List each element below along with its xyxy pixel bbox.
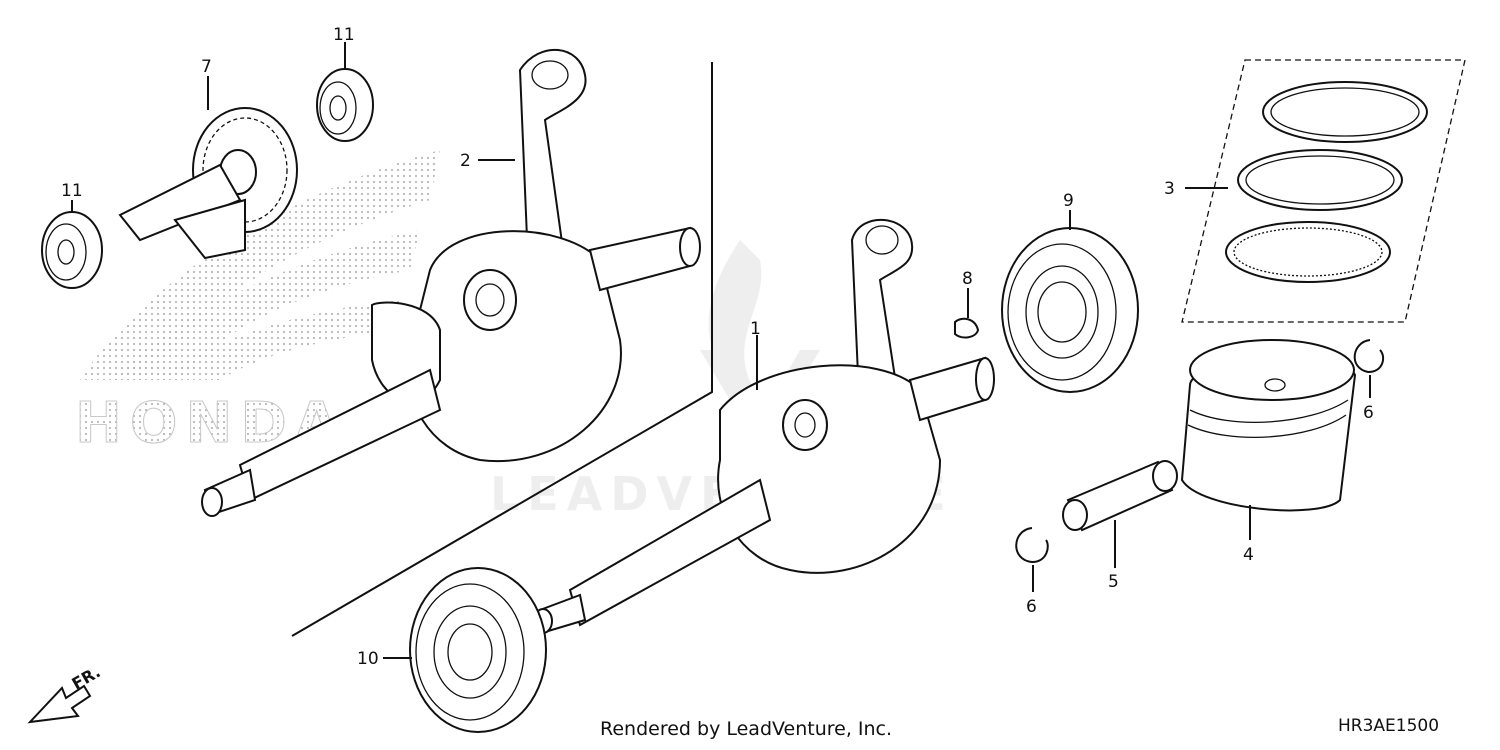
crankshaft-part-1: [533, 218, 995, 634]
callout-7: 7: [201, 57, 212, 77]
front-arrow-label: FR.: [69, 662, 104, 693]
bearing-part-10: [409, 567, 547, 733]
piston-part-4: [1180, 339, 1357, 512]
bearing-part-9: [1001, 227, 1139, 393]
piston-ring-set-part-3: [1181, 59, 1466, 323]
callout-8: 8: [962, 269, 973, 289]
bearing-part-11-top: [316, 68, 374, 142]
callout-2: 2: [460, 151, 471, 171]
callout-11-left: 11: [61, 181, 83, 201]
footer-credit: Rendered by LeadVenture, Inc.: [600, 718, 893, 740]
honda-wing-watermark: HONDA: [75, 150, 440, 457]
diagram-code: HR3AE1500: [1338, 716, 1440, 736]
callout-4: 4: [1243, 545, 1254, 565]
callout-10: 10: [357, 649, 379, 669]
piston-pin-clip-part-6-right: [1353, 339, 1385, 374]
callout-11-top: 11: [333, 25, 355, 45]
piston-pin-clip-part-6-left: [1015, 527, 1049, 564]
callout-5: 5: [1108, 572, 1119, 592]
leader-lines: [71, 42, 1371, 659]
piston-pin-part-5: [1062, 460, 1178, 532]
callout-1: 1: [750, 319, 761, 339]
woodruff-key-part-8: [954, 317, 980, 339]
callout-6-left: 6: [1026, 597, 1037, 617]
callout-6-right: 6: [1363, 403, 1374, 423]
callout-9: 9: [1063, 191, 1074, 211]
balancer-shaft-part-7: [118, 107, 298, 260]
group-separator-line: [291, 62, 713, 637]
callout-3: 3: [1164, 179, 1175, 199]
crankshaft-assembly-part-2: [201, 48, 701, 517]
front-direction-arrow: FR.: [27, 662, 104, 724]
bearing-part-11-left: [41, 211, 103, 289]
